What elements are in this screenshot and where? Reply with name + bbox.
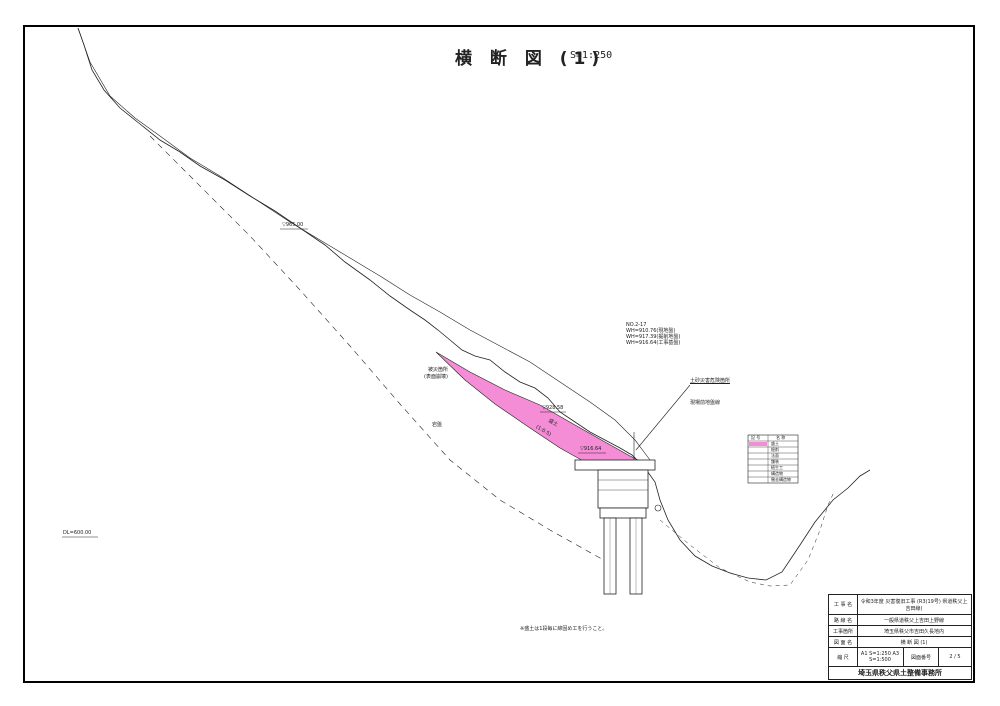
slope-label-2: (表面崩壊) [424,374,448,380]
note-text: ※盛土は1段毎に締固め工を行うこと。 [520,626,608,632]
drawing-title: 横 断 図 (1) [455,49,606,69]
title-block: 工 事 名 令和3年度 災害復旧工事 (R3(19号) 県道秩父上吉田線) 路 … [828,594,972,680]
existing-ground-label: 現場前地盤線 [690,400,721,406]
title-block-row: 図 面 名 横 断 図 (1) [829,637,971,648]
design-ground-line [77,27,651,461]
bedrock-dashed-line [149,135,611,567]
sheet-number-label: 図面番号 [903,648,939,666]
title-block-row: 縮 尺 A1 S=1:250 A3 S=1:500 図面番号 2 / 5 [829,648,971,667]
point-no-label: NO.2-17 [626,322,647,328]
fill-area [435,351,644,465]
wh2-label: WH=917.39(掘削地盤) [626,334,681,340]
title-block-key: 図 面 名 [829,637,858,647]
title-block-row: 路 線 名 一般県道秩父上吉田上野線 [829,615,971,626]
legend-table [747,434,799,484]
legend-row: 掘削 [771,447,779,452]
title-block-key: 縮 尺 [829,648,858,666]
wh1-label: WH=910.76(現地盤) [626,328,676,334]
title-block-value: 令和3年度 災害復旧工事 (R3(19号) 県道秩父上吉田線) [860,598,968,612]
wh3-label: WH=916.64(工事基盤) [626,340,681,346]
slope-label-1: 被災箇所 [428,367,449,373]
legend-row: 撤去構造物 [771,477,791,482]
title-block-row: 工 事 名 令和3年度 災害復旧工事 (R3(19号) 県道秩父上吉田線) [829,595,971,615]
existing-ground-line [77,27,871,581]
el-mid-label: ▽928.58 [542,405,564,411]
sediment-leader [635,384,691,451]
legend-row: 舗装 [771,459,779,464]
legend-row: 盛土 [771,441,779,446]
sheet-number-value: 2 / 5 [949,654,961,660]
el-top-label: ▽965.00 [282,222,304,228]
legend-row: 植生工 [771,465,783,470]
title-block-value: 一般県道秩父上吉田上野線 [883,617,944,624]
drawing-scale: S=1:250 [570,50,613,61]
abutment-structure [574,432,662,595]
el-low-label: ▽916.64 [580,446,602,452]
drawing-frame [23,25,975,683]
bedrock-label: 岩盤 [432,422,443,428]
legend-header-symbol: 記 号 [751,435,761,440]
title-block-key: 工 事 名 [829,595,858,614]
legend-header-name: 名 称 [776,435,786,440]
title-block-value: 横 断 図 (1) [900,639,928,646]
title-block-key: 工事箇所 [829,626,858,636]
organization-name: 埼玉県秩父県土整備事務所 [858,669,942,677]
legend-row: 構造物 [771,471,783,476]
right-dashed-line [659,491,835,587]
title-block-key: 路 線 名 [829,615,858,625]
legend-row: 法面 [771,453,779,458]
title-block-row: 工事箇所 埼玉県秩父市吉田久長地内 [829,626,971,637]
dl-label: DL=600.00 [63,530,92,536]
title-block-value: A1 S=1:250 A3 S=1:500 [860,651,900,663]
title-block-value: 埼玉県秩父市吉田久長地内 [883,628,944,635]
sediment-line-label: 土砂災害危険箇所 [690,378,731,384]
